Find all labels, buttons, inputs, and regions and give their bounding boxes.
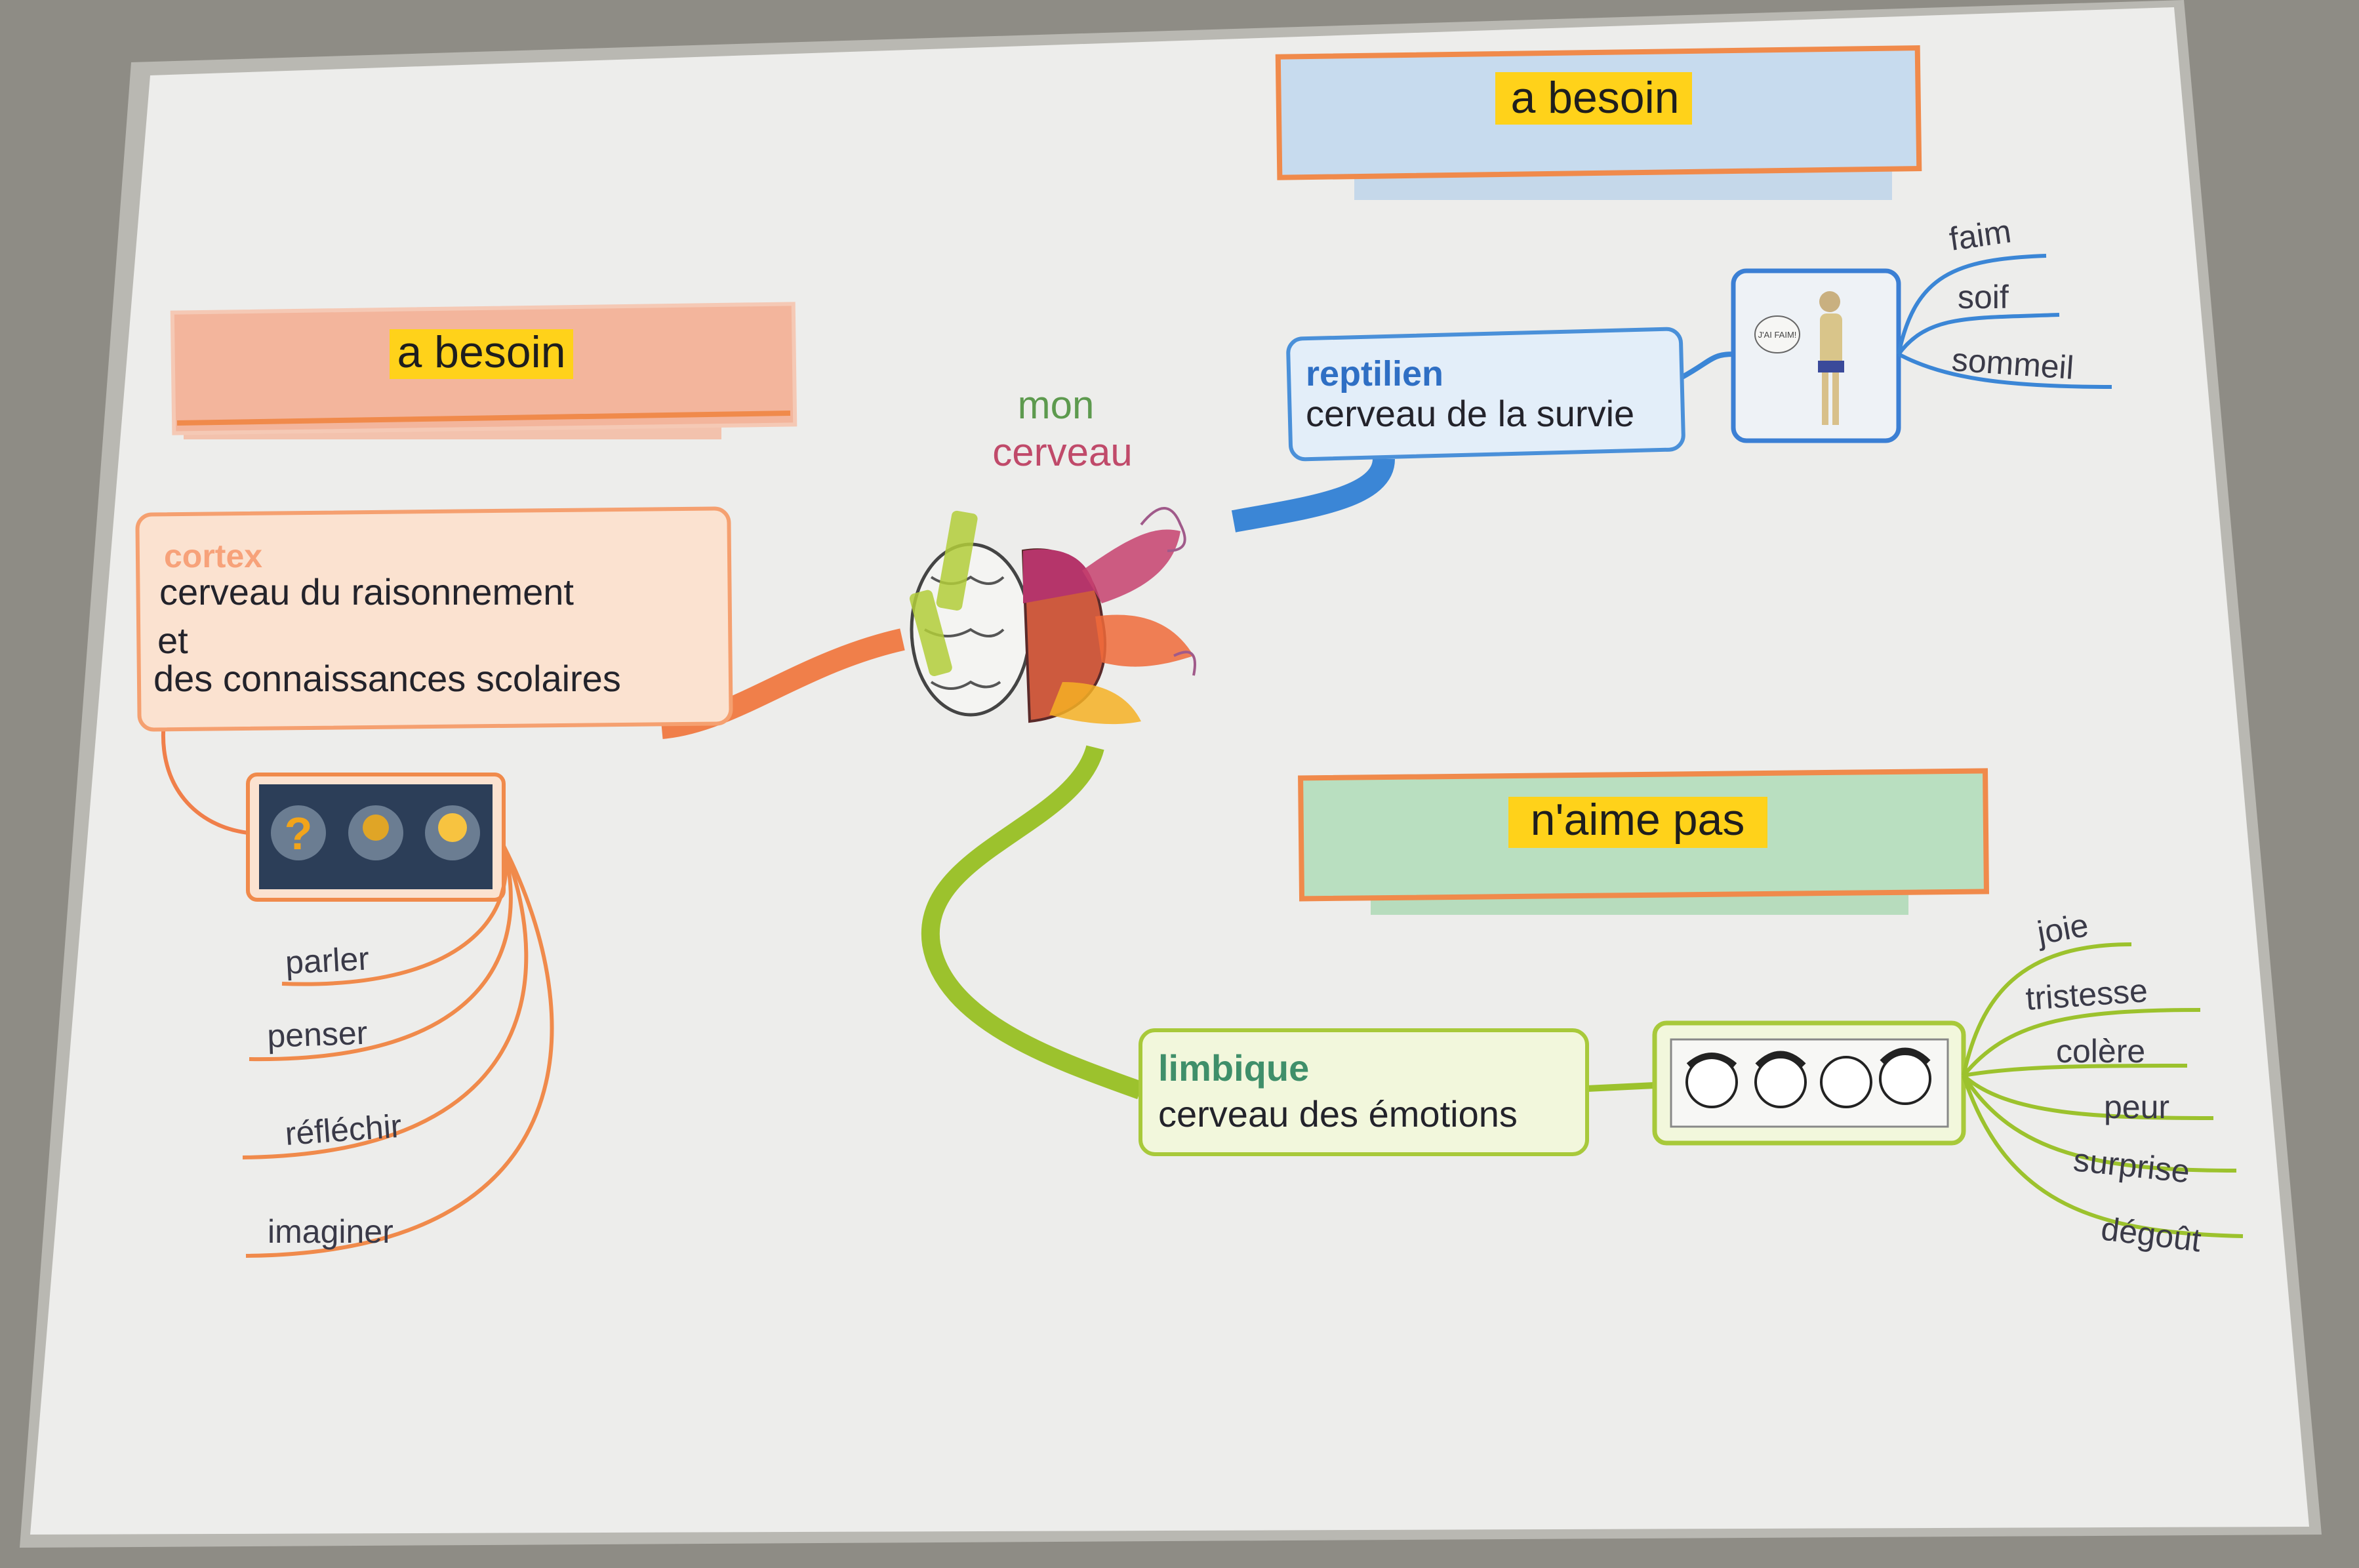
leaf-faim: faim [1947,212,2013,258]
reptilien-banner: a besoin [1275,45,1922,200]
cortex-leaves: parler penser réfléchir imaginer [242,845,554,1258]
limbique-node[interactable]: limbique cerveau des émotions [1139,1028,1589,1156]
reptilien-subtitle: cerveau de la survie [1306,393,1634,434]
limbique-title: limbique [1158,1047,1309,1089]
question-mark-icon: ? [285,808,313,859]
limbique-banner: n'aime pas [1298,768,1990,915]
highlight [1495,72,1692,125]
reptilien-title: reptilien [1306,354,1443,393]
thinking-heads-image: ? [246,773,506,902]
limbique-image-link [1586,1082,1655,1092]
leaf-joie: joie [2033,906,2091,952]
reptilien-node[interactable]: reptilien cerveau de la survie [1286,327,1685,462]
cortex-line: et [157,620,188,661]
hungry-man-image: J'AI FAIM! [1731,268,1901,443]
banner-label: n'aime pas [1531,795,1745,845]
brain-illustration [909,507,1196,725]
cortex-title: cortex [164,538,262,574]
reptilien-image-link [1681,352,1734,380]
limbique-connector [921,744,1144,1100]
gear-icon [363,814,389,841]
leaf-parler: parler [285,940,371,981]
speech-text: J'AI FAIM! [1758,330,1797,340]
reptilien-connector [1231,458,1395,533]
limbique-leaves: joie tristesse colère peur surprise dégo… [1962,906,2244,1259]
central-title-line2: cerveau [992,430,1132,474]
highlight [1508,797,1767,848]
leaf-colere: colère [2056,1033,2145,1070]
cortex-image-link [161,721,249,835]
leaf-reflechir: réfléchir [284,1108,403,1152]
banner-label: a besoin [397,327,565,377]
central-node: mon cerveau [909,383,1196,725]
cortex-node[interactable]: cortex cerveau du raisonnement et des co… [135,506,733,732]
leaf-sommeil: sommeil [1950,341,2075,386]
highlight [390,329,573,379]
cortex-line: des connaissances scolaires [153,658,621,699]
cortex-line: cerveau du raisonnement [159,571,574,613]
faces-image [1652,1020,1966,1146]
cortex-banner: a besoin [170,302,797,439]
speech-bubble [1754,315,1800,353]
lightbulb-icon [438,813,467,842]
reptilien-leaves: faim soif sommeil [1897,212,2112,389]
limbique-subtitle: cerveau des émotions [1158,1093,1518,1135]
leaf-soif: soif [1958,279,2009,315]
leaf-imaginer: imaginer [268,1213,393,1250]
leaf-penser: penser [266,1015,368,1055]
leaf-peur: peur [2104,1089,2169,1125]
face-icon [1820,1056,1872,1108]
leaf-tristesse: tristesse [2025,972,2149,1017]
central-title-line1: mon [1018,383,1095,427]
banner-label: a besoin [1510,73,1679,123]
